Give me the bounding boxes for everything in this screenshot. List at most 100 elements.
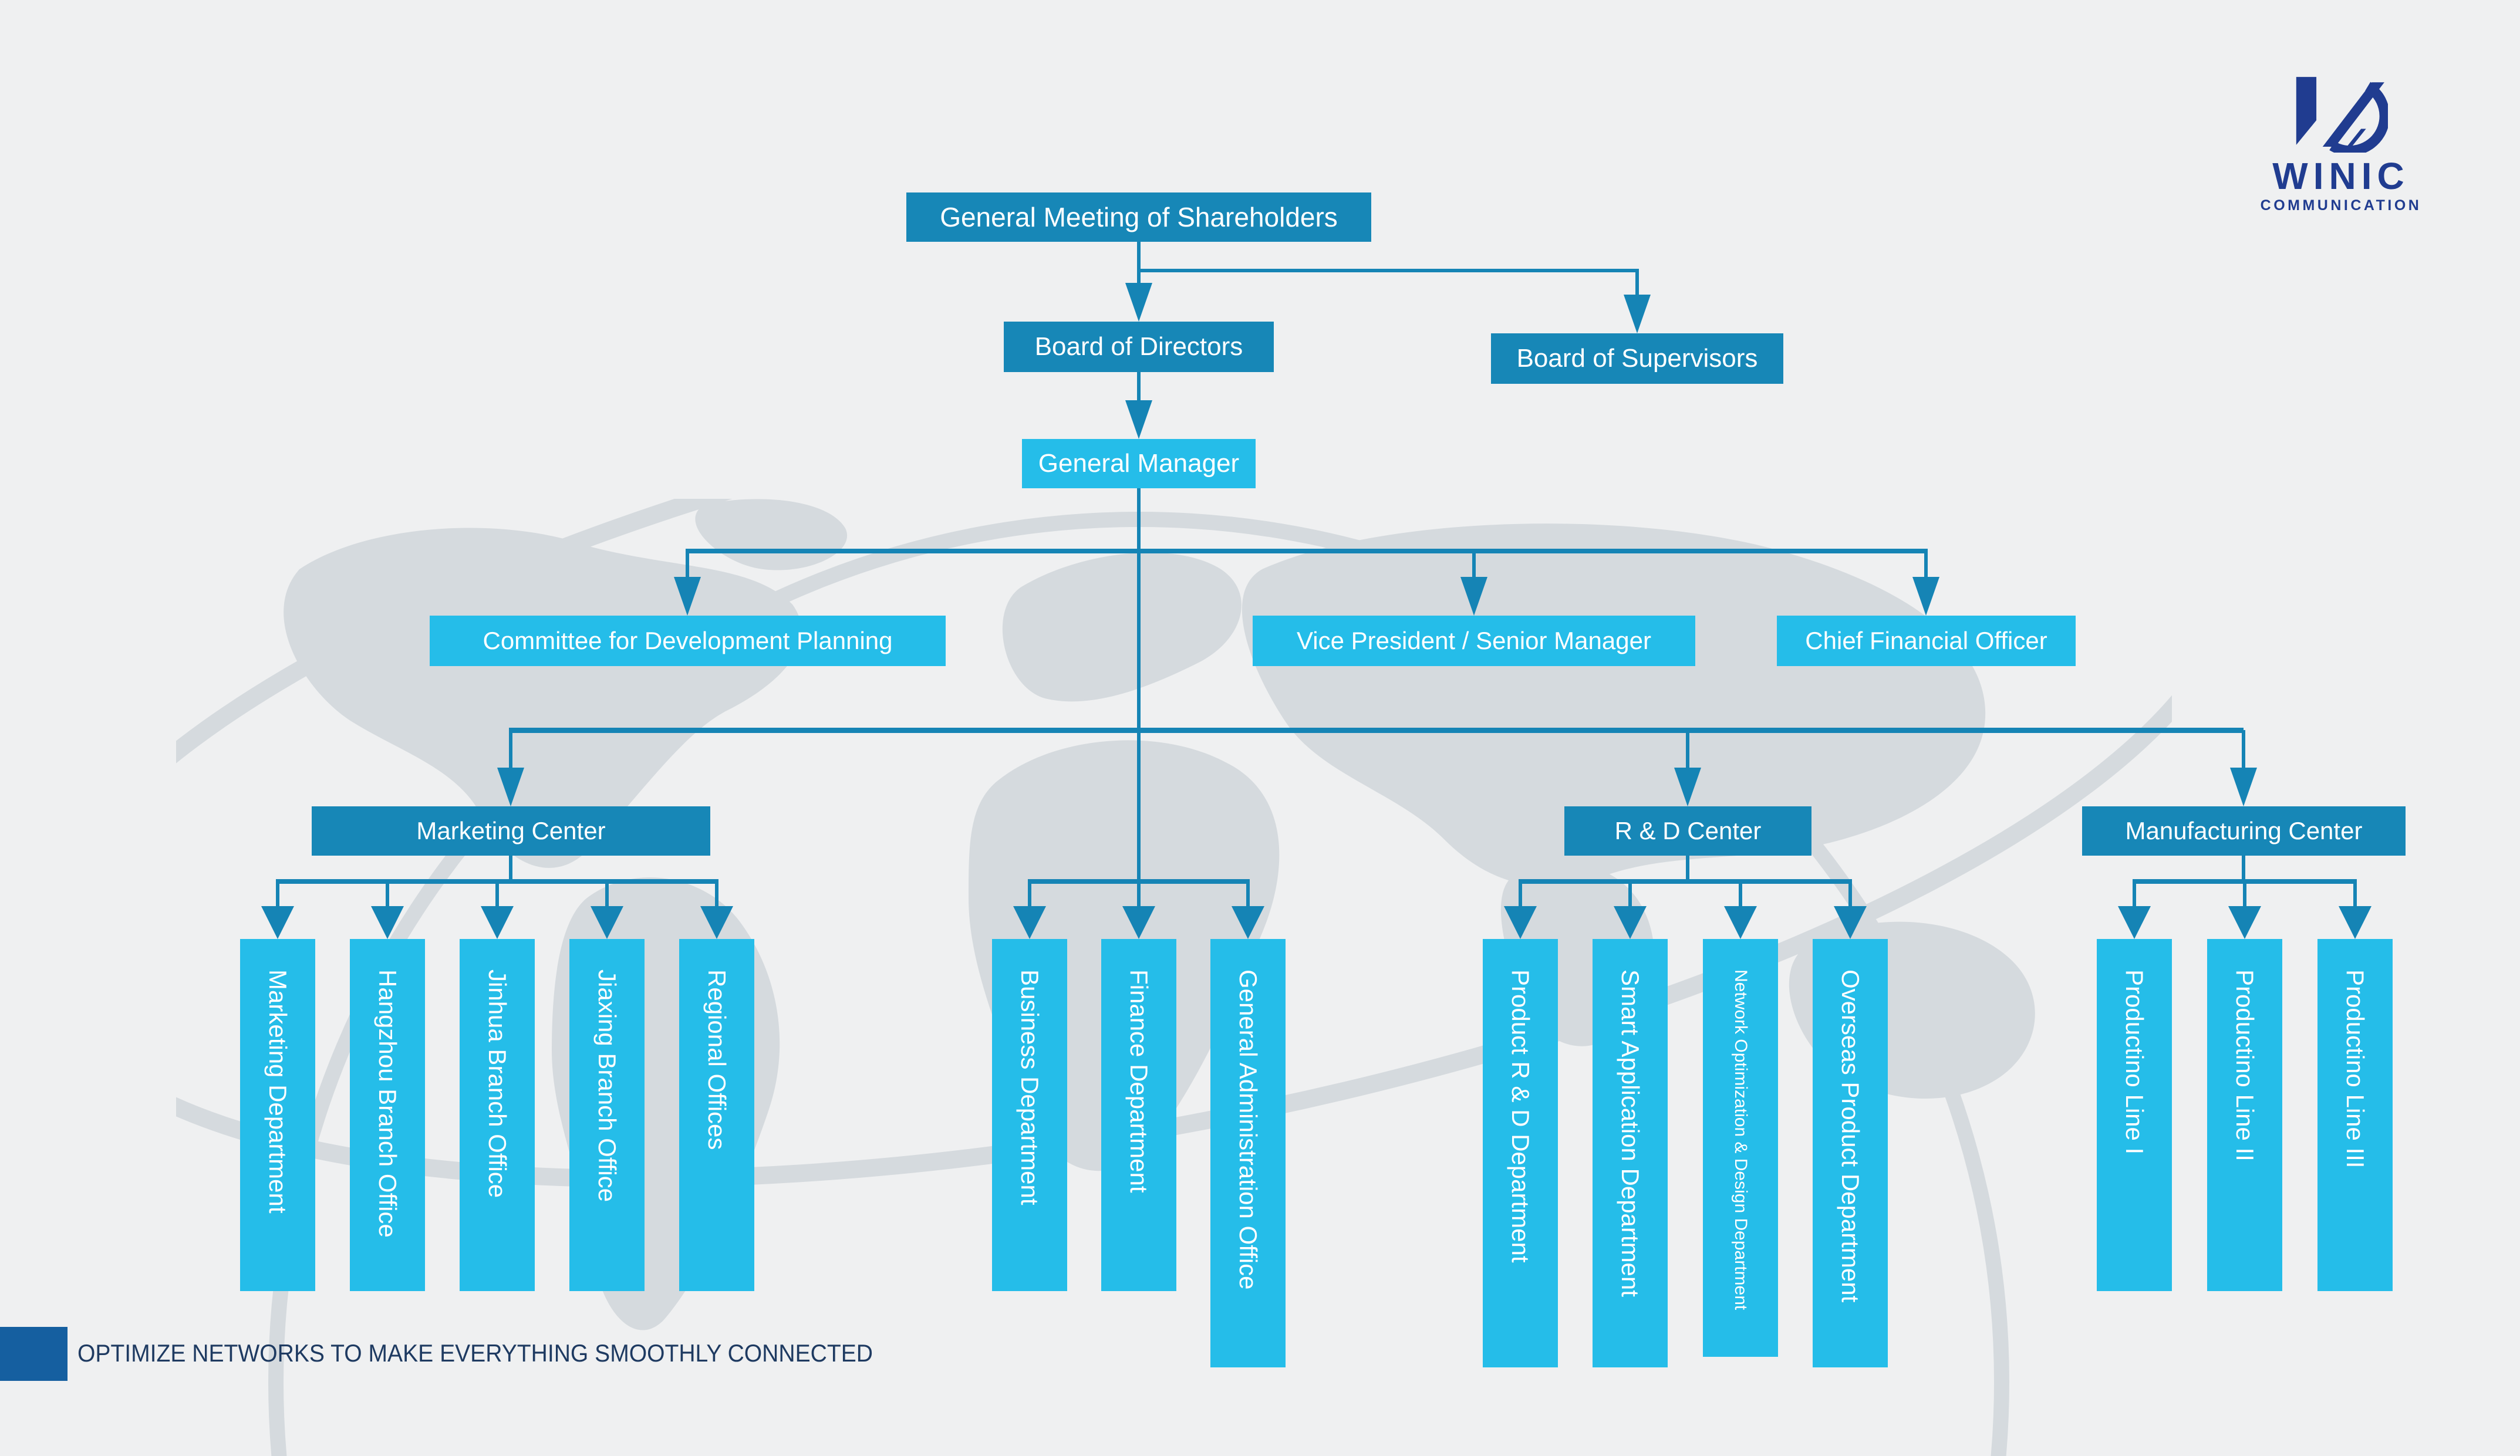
org-node-rd-center: R & D Center xyxy=(1564,806,1811,856)
org-node-overseas-product-department: Overseas Product Department xyxy=(1813,939,1888,1367)
org-node-label: General Administration Office xyxy=(1234,969,1262,1290)
org-node-general-manager: General Manager xyxy=(1022,439,1256,488)
connector-line xyxy=(1246,881,1250,910)
connector-line xyxy=(1686,856,1689,883)
connector-line xyxy=(1137,269,1639,272)
org-node-hangzhou-branch-office: Hangzhou Branch Office xyxy=(350,939,425,1291)
footer-tagline: OPTIMIZE NETWORKS TO MAKE EVERYTHING SMO… xyxy=(77,1339,873,1367)
org-node-label: Jiaxing Branch Office xyxy=(593,969,621,1202)
connector-line xyxy=(1137,372,1141,404)
connector-line xyxy=(2353,881,2357,910)
connector-arrow xyxy=(1724,906,1757,939)
org-node-finance-department: Finance Department xyxy=(1101,939,1176,1291)
connector-arrow xyxy=(700,906,733,939)
connector-arrow xyxy=(371,906,404,939)
connector-arrow xyxy=(1504,906,1537,939)
org-node-label: Product R & D Department xyxy=(1507,969,1534,1263)
connector-line xyxy=(1028,881,1031,910)
connector-line xyxy=(509,728,2244,733)
connector-arrow xyxy=(1460,577,1487,616)
connector-arrow xyxy=(1125,283,1152,322)
org-node-board-of-supervisors: Board of Supervisors xyxy=(1491,333,1783,384)
org-node-production-line-2: Productino Line II xyxy=(2207,939,2282,1291)
connector-line xyxy=(2243,881,2246,910)
connector-arrow xyxy=(1013,906,1046,939)
connector-arrow xyxy=(2230,768,2257,806)
connector-line xyxy=(686,551,689,580)
org-node-regional-offices: Regional Offices xyxy=(679,939,754,1291)
connector-arrow xyxy=(1624,295,1651,333)
org-node-label: Hangzhou Branch Office xyxy=(374,969,402,1238)
winic-logo-name: WINIC xyxy=(2272,155,2410,197)
connector-line xyxy=(605,881,609,910)
org-node-label: Marketing Department xyxy=(264,969,292,1214)
org-node-label: Business Department xyxy=(1016,969,1044,1205)
connector-arrow xyxy=(497,768,524,806)
connector-line xyxy=(686,549,1928,553)
org-node-label: Finance Department xyxy=(1125,969,1153,1193)
org-node-board-of-directors: Board of Directors xyxy=(1004,322,1274,372)
connector-line xyxy=(715,881,718,910)
org-node-manufacturing-center: Manufacturing Center xyxy=(2082,806,2406,856)
connector-line xyxy=(1628,881,1632,910)
winic-logo: WINIC COMMUNICATION xyxy=(2253,69,2429,228)
org-node-business-department: Business Department xyxy=(992,939,1067,1291)
org-node-production-line-3: Productino Line III xyxy=(2317,939,2393,1291)
connector-line xyxy=(495,881,499,910)
org-node-marketing-center: Marketing Center xyxy=(312,806,710,856)
org-node-general-administration-office: General Administration Office xyxy=(1210,939,1286,1367)
connector-arrow xyxy=(2339,906,2371,939)
org-node-smart-application-department: Smart Application Department xyxy=(1593,939,1668,1367)
connector-arrow xyxy=(261,906,294,939)
connector-line xyxy=(1739,881,1742,910)
connector-arrow xyxy=(591,906,623,939)
org-node-marketing-department: Marketing Department xyxy=(240,939,315,1291)
connector-arrow xyxy=(1674,768,1701,806)
connector-arrow xyxy=(1614,906,1647,939)
connector-line xyxy=(2242,730,2245,771)
connector-arrow xyxy=(2118,906,2151,939)
connector-line xyxy=(509,730,512,771)
connector-line xyxy=(2133,881,2136,910)
connector-arrow xyxy=(1912,577,1939,616)
connector-line xyxy=(1519,881,1522,910)
org-node-vice-president-senior-manager: Vice President / Senior Manager xyxy=(1253,616,1695,666)
connector-line xyxy=(1848,881,1852,910)
connector-line xyxy=(1686,730,1689,771)
connector-line xyxy=(276,881,279,910)
connector-arrow xyxy=(1834,906,1867,939)
org-node-jiaxing-branch-office: Jiaxing Branch Office xyxy=(569,939,645,1291)
footer-accent-square xyxy=(0,1327,68,1381)
winic-logo-subtitle: COMMUNICATION xyxy=(2260,197,2422,214)
org-node-production-line-1: Productino Line I xyxy=(2097,939,2172,1291)
org-node-label: Smart Application Department xyxy=(1617,969,1644,1297)
connector-line xyxy=(1137,242,1141,285)
connector-arrow xyxy=(1232,906,1264,939)
connector-arrow xyxy=(2228,906,2261,939)
connector-line xyxy=(1635,269,1639,298)
org-node-jinhua-branch-office: Jinhua Branch Office xyxy=(460,939,535,1291)
connector-arrow xyxy=(1125,400,1152,439)
connector-line xyxy=(509,856,512,883)
org-node-chief-financial-officer: Chief Financial Officer xyxy=(1777,616,2076,666)
org-node-committee-for-development-planning: Committee for Development Planning xyxy=(430,616,946,666)
connector-line xyxy=(1137,881,1141,910)
connector-line xyxy=(2242,856,2245,883)
connector-line xyxy=(1472,551,1476,580)
org-node-label: Productino Line II xyxy=(2231,969,2259,1161)
connector-line xyxy=(1519,879,1852,884)
connector-arrow xyxy=(481,906,514,939)
connector-line xyxy=(1137,488,1141,880)
connector-arrow xyxy=(674,577,701,616)
org-node-label: Productino Line III xyxy=(2342,969,2369,1168)
connector-line xyxy=(1924,551,1928,580)
winic-logo-mark-icon xyxy=(2296,77,2388,153)
org-node-label: Productino Line I xyxy=(2121,969,2148,1155)
org-node-label: Regional Offices xyxy=(703,969,731,1150)
connector-line xyxy=(386,881,389,910)
org-node-network-optimization-design-department: Network Optimization & Design Department xyxy=(1703,939,1778,1357)
org-node-label: Jinhua Branch Office xyxy=(484,969,511,1198)
org-node-general-meeting-of-shareholders: General Meeting of Shareholders xyxy=(906,192,1371,242)
org-node-product-rd-department: Product R & D Department xyxy=(1483,939,1558,1367)
